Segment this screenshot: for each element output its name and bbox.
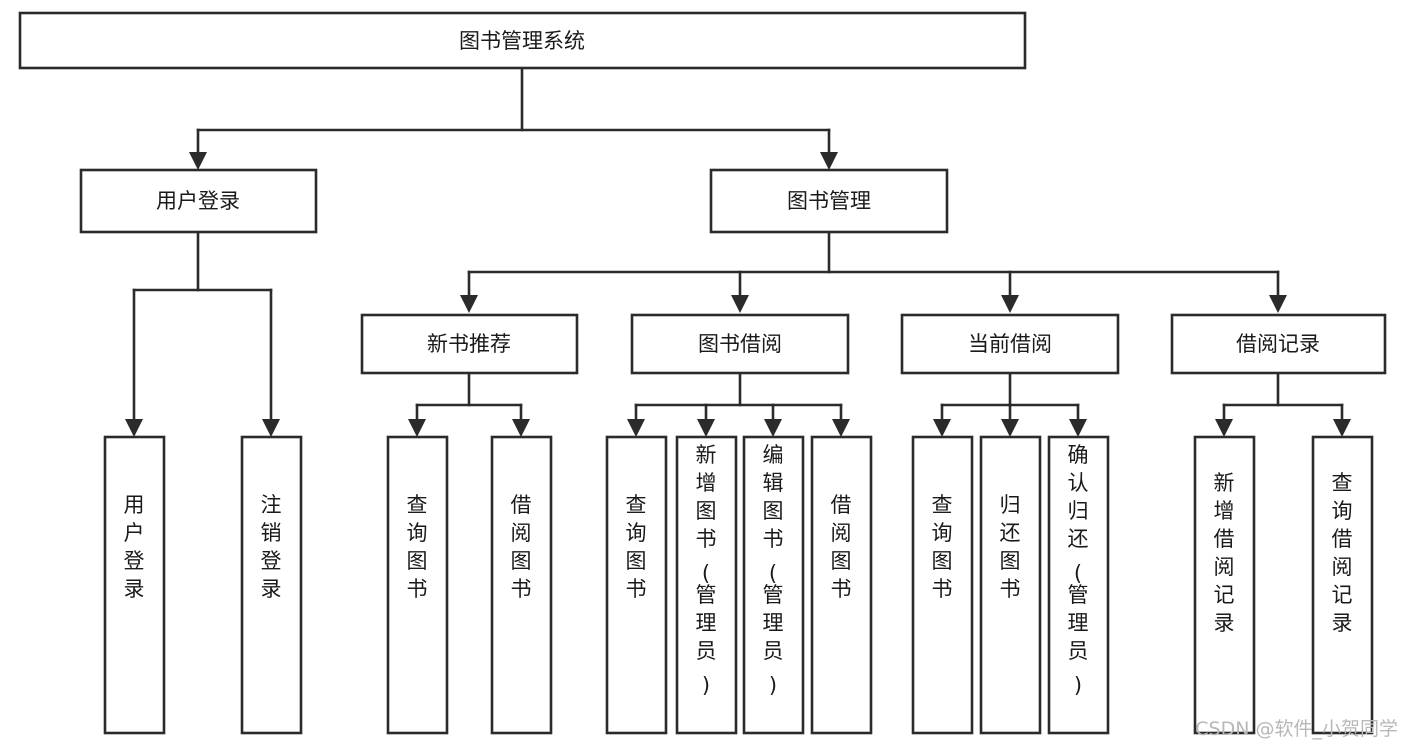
node-leaf-user-login-label: 用户登录: [124, 493, 145, 601]
node-leaf-add-book[interactable]: 新增图书(管理员): [675, 435, 738, 735]
node-new-book-recommend-label: 新书推荐: [427, 332, 511, 356]
node-leaf-borrow-book-2-label: 借阅图书: [831, 493, 852, 601]
node-leaf-query-book-1-label: 查询图书: [407, 493, 428, 601]
node-book-borrow-label: 图书借阅: [698, 332, 782, 356]
node-leaf-query-book-2-label: 查询图书: [626, 493, 647, 601]
node-borrow-record[interactable]: 借阅记录: [1170, 313, 1387, 375]
node-user-login[interactable]: 用户登录: [79, 168, 318, 234]
node-leaf-edit-book-label: 编辑图书(管理员): [763, 443, 784, 698]
node-current-borrow-label: 当前借阅: [968, 332, 1052, 356]
node-book-management-label: 图书管理: [787, 189, 871, 213]
node-leaf-borrow-book-2[interactable]: 借阅图书: [810, 435, 873, 735]
node-leaf-confirm-return-label: 确认归还(管理员): [1068, 443, 1089, 698]
node-leaf-edit-book[interactable]: 编辑图书(管理员): [742, 435, 805, 735]
node-leaf-return-book-label: 归还图书: [1000, 493, 1021, 601]
node-leaf-confirm-return[interactable]: 确认归还(管理员): [1047, 435, 1110, 735]
node-leaf-query-book-2[interactable]: 查询图书: [605, 435, 668, 735]
csdn-watermark: CSDN @软件_小贺同学: [1195, 718, 1398, 740]
node-leaf-logout-login[interactable]: 注销登录: [240, 435, 303, 735]
node-book-management[interactable]: 图书管理: [709, 168, 949, 234]
node-root[interactable]: 图书管理系统: [18, 11, 1027, 70]
node-leaf-query-book-3[interactable]: 查询图书: [911, 435, 974, 735]
node-leaf-return-book[interactable]: 归还图书: [979, 435, 1042, 735]
node-root-label: 图书管理系统: [459, 29, 585, 53]
node-leaf-add-record[interactable]: 新增借阅记录: [1193, 435, 1256, 735]
node-leaf-logout-login-label: 注销登录: [261, 493, 282, 601]
node-borrow-record-label: 借阅记录: [1236, 332, 1320, 356]
node-leaf-query-book-1[interactable]: 查询图书: [386, 435, 449, 735]
node-current-borrow[interactable]: 当前借阅: [900, 313, 1120, 375]
node-leaf-query-record-label: 查询借阅记录: [1332, 471, 1353, 635]
node-user-login-label: 用户登录: [156, 189, 240, 213]
node-new-book-recommend[interactable]: 新书推荐: [360, 313, 579, 375]
node-leaf-query-record[interactable]: 查询借阅记录: [1311, 435, 1374, 735]
node-leaf-borrow-book-1[interactable]: 借阅图书: [490, 435, 553, 735]
node-leaf-borrow-book-1-label: 借阅图书: [511, 493, 532, 601]
node-leaf-add-book-label: 新增图书(管理员): [696, 443, 717, 698]
node-leaf-user-login[interactable]: 用户登录: [103, 435, 166, 735]
node-leaf-query-book-3-label: 查询图书: [932, 493, 953, 601]
node-leaf-add-record-label: 新增借阅记录: [1214, 471, 1235, 635]
node-book-borrow[interactable]: 图书借阅: [630, 313, 850, 375]
